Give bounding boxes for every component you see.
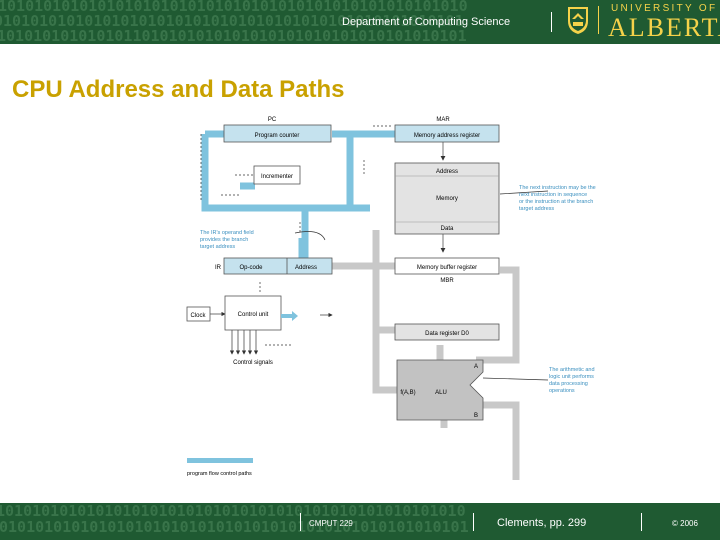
incrementer-label: Incrementer bbox=[261, 174, 293, 180]
mar-box-label: Memory address register bbox=[414, 133, 480, 139]
binary-pattern: 1010101010101010101010101010101010101010… bbox=[0, 0, 468, 15]
clock-box bbox=[186, 306, 211, 322]
mbr-label: MBR bbox=[440, 278, 454, 284]
alu-label: ALU bbox=[435, 390, 447, 396]
control-unit-label: Control unit bbox=[238, 312, 269, 318]
alu-function-label: f(A,B) bbox=[400, 390, 415, 396]
branch-note: The next instruction may be the next ins… bbox=[519, 185, 596, 212]
mar-label: MAR bbox=[436, 117, 450, 123]
svg-text:next instruction in sequence: next instruction in sequence bbox=[519, 192, 587, 198]
department-name: Department of Computing Science bbox=[342, 16, 511, 28]
alu-input-a: A bbox=[474, 364, 478, 370]
control-flow-lines bbox=[200, 125, 549, 381]
ir-box bbox=[223, 257, 333, 275]
university-shield-icon bbox=[568, 7, 588, 34]
svg-text:logic unit performs: logic unit performs bbox=[549, 374, 594, 380]
svg-text:data processing: data processing bbox=[549, 381, 588, 387]
reference-citation: Clements, pp. 299 bbox=[497, 517, 587, 529]
cpu-datapath-diagram: Program counter PC Memory address regist… bbox=[186, 117, 596, 480]
svg-text:The arithmetic and: The arithmetic and bbox=[549, 367, 595, 373]
binary-pattern: 1010101010101010101010101010101010101010… bbox=[0, 503, 466, 520]
svg-text:or the instruction at the bran: or the instruction at the branch bbox=[519, 199, 593, 205]
svg-text:provides the branch: provides the branch bbox=[200, 237, 248, 243]
slide-title: CPU Address and Data Paths bbox=[12, 76, 345, 103]
program-counter-box bbox=[223, 124, 332, 143]
alu-input-b: B bbox=[474, 413, 478, 419]
binary-pattern: 0101010101010101010101010101010101010101… bbox=[0, 12, 464, 30]
ir-label: IR bbox=[215, 265, 222, 271]
memory-data-label: Data bbox=[441, 226, 454, 232]
university-line: UNIVERSITY OF bbox=[611, 3, 718, 14]
svg-text:target address: target address bbox=[200, 244, 235, 250]
binary-pattern: 1010101010101011010101010101010101010101… bbox=[0, 27, 467, 44]
alu-note: The arithmetic and logic unit performs d… bbox=[549, 367, 595, 394]
clock-label: Clock bbox=[190, 313, 206, 319]
svg-text:target address: target address bbox=[519, 206, 554, 212]
legend-swatch bbox=[187, 458, 253, 463]
data-path bbox=[332, 230, 520, 480]
memory-label: Memory bbox=[436, 196, 458, 202]
university-name: ALBERTA bbox=[608, 13, 720, 42]
address-path bbox=[201, 130, 395, 258]
svg-text:operations: operations bbox=[549, 388, 575, 394]
header-bar: 1010101010101010101010101010101010101010… bbox=[0, 0, 720, 44]
binary-pattern: 0101010101010101010101010101010101010101… bbox=[0, 518, 469, 536]
mbr-box bbox=[394, 257, 500, 275]
ir-note: The IR's operand field provides the bran… bbox=[200, 230, 254, 250]
svg-text:The IR's operand field: The IR's operand field bbox=[200, 230, 254, 236]
data-register-box bbox=[394, 323, 500, 341]
legend-label: program flow control paths bbox=[187, 471, 252, 477]
footer-divider bbox=[473, 513, 474, 531]
incrementer-box bbox=[253, 165, 301, 185]
data-register-label: Data register D0 bbox=[425, 331, 469, 337]
footer-divider bbox=[641, 513, 642, 531]
footer-divider bbox=[300, 513, 301, 531]
op-code-label: Op-code bbox=[239, 265, 263, 271]
program-counter-label: Program counter bbox=[255, 133, 300, 139]
header-divider bbox=[551, 12, 552, 32]
svg-text:The next instruction may be th: The next instruction may be the bbox=[519, 185, 596, 191]
address-field-label: Address bbox=[295, 265, 317, 271]
logo-divider bbox=[598, 6, 599, 34]
control-signals-label: Control signals bbox=[233, 360, 273, 366]
footer-bar: 1010101010101010101010101010101010101010… bbox=[0, 503, 720, 540]
pc-label: PC bbox=[268, 117, 277, 123]
control-unit-box bbox=[224, 295, 282, 331]
course-code: CMPUT 229 bbox=[309, 519, 353, 528]
mar-box bbox=[394, 124, 500, 143]
copyright: © 2006 bbox=[672, 519, 698, 528]
mbr-box-label: Memory buffer register bbox=[417, 265, 477, 271]
memory-address-label: Address bbox=[436, 169, 458, 175]
alu-shape bbox=[396, 359, 484, 421]
